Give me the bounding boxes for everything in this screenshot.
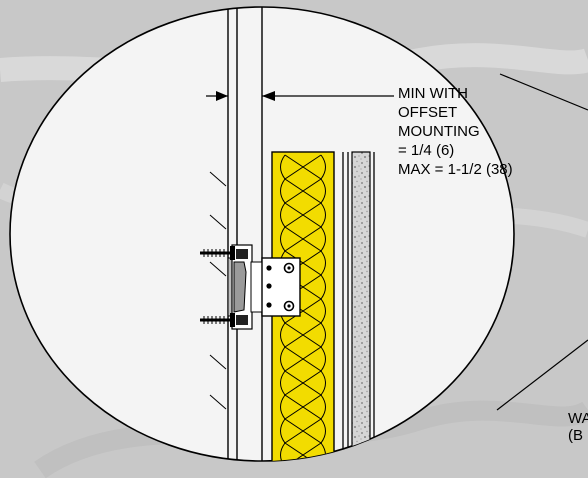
screw-icon <box>200 246 235 260</box>
wall-label-line-2: (B <box>568 427 583 444</box>
note-line-3: MOUNTING <box>398 123 480 140</box>
gypsum-board <box>351 151 371 461</box>
mounting-clip-icon <box>227 244 301 330</box>
insulation-batt <box>271 151 335 461</box>
dimension-marker <box>206 91 394 101</box>
wall-label-cropped: WA (B <box>568 410 588 444</box>
callout-leader-lines <box>496 73 588 411</box>
offset-mounting-note: MIN WITH OFFSET MOUNTING = 1/4 (6) MAX =… <box>398 84 513 179</box>
note-line-4: = 1/4 (6) <box>398 142 455 159</box>
wall-label-line-1: WA <box>568 410 588 427</box>
screw-icon <box>200 313 235 327</box>
exterior-hatching <box>209 171 227 410</box>
note-line-1: MIN WITH <box>398 85 468 102</box>
note-line-5: MAX = 1-1/2 (38) <box>398 161 513 178</box>
note-line-2: OFFSET <box>398 104 458 121</box>
